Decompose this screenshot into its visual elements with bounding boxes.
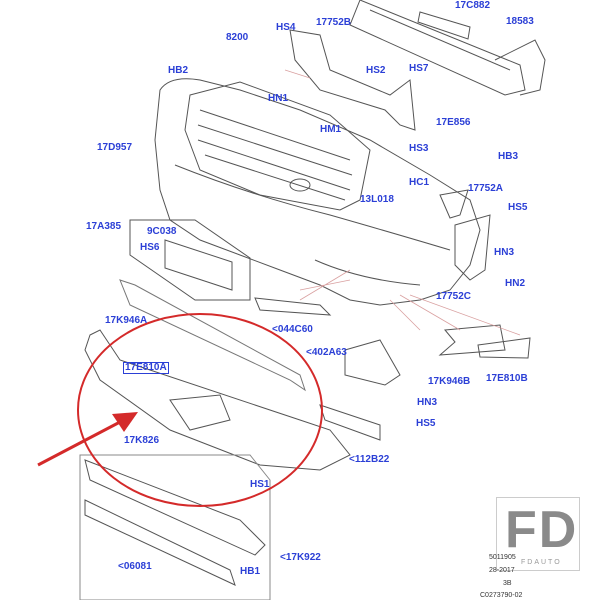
part-label-hn3-top[interactable]: HN3 — [494, 247, 515, 258]
part-label-hn3-mid[interactable]: HN3 — [417, 397, 438, 408]
part-label-8200[interactable]: 8200 — [226, 32, 249, 43]
footer-code-2: 3B — [503, 580, 512, 587]
undertray — [84, 329, 351, 471]
footer-code-1: 5011905 — [489, 554, 516, 561]
part-label-hb2[interactable]: HB2 — [168, 65, 189, 76]
part-label-18583[interactable]: 18583 — [506, 16, 534, 27]
part-label-17752a[interactable]: 17752A — [468, 183, 504, 194]
part-label-hs3[interactable]: HS3 — [409, 143, 429, 154]
part-label-hs5-top[interactable]: HS5 — [508, 202, 528, 213]
part-label-hs6[interactable]: HS6 — [140, 242, 160, 253]
part-label-044c60[interactable]: <044C60 — [272, 324, 313, 335]
part-label-17a385[interactable]: 17A385 — [86, 221, 122, 232]
part-label-17e810a-highlighted[interactable]: 17E810A — [123, 362, 169, 374]
part-label-17752b[interactable]: 17752B — [316, 17, 352, 28]
watermark-logo-text: FD — [505, 501, 579, 559]
part-label-hs1[interactable]: HS1 — [250, 479, 270, 490]
part-label-hb1[interactable]: HB1 — [240, 566, 261, 577]
side-brackets — [254, 189, 531, 441]
part-label-17k946b[interactable]: 17K946B — [428, 376, 471, 387]
lower-inset-box — [79, 454, 271, 600]
part-label-9c038[interactable]: 9C038 — [147, 226, 177, 237]
bumper-beam — [349, 0, 546, 96]
part-label-06081[interactable]: <06081 — [118, 561, 152, 572]
part-label-17k946a[interactable]: 17K946A — [105, 315, 148, 326]
part-label-17e856[interactable]: 17E856 — [436, 117, 471, 128]
part-label-17752c[interactable]: 17752C — [436, 291, 472, 302]
part-label-hm1[interactable]: HM1 — [320, 124, 342, 135]
part-label-hn2[interactable]: HN2 — [505, 278, 526, 289]
watermark-subtext: FDAUTO — [521, 559, 562, 566]
highlight-ellipse — [77, 313, 323, 507]
part-label-13l018[interactable]: 13L018 — [360, 194, 394, 205]
part-label-hs2[interactable]: HS2 — [366, 65, 386, 76]
watermark-logo: FD FDAUTO — [496, 497, 580, 571]
footer-illustration-id: C0273790-02 — [480, 592, 523, 599]
part-label-17e810b[interactable]: 17E810B — [486, 373, 528, 384]
part-label-hn1[interactable]: HN1 — [268, 93, 289, 104]
part-label-17k826[interactable]: 17K826 — [124, 435, 160, 446]
part-label-17k922[interactable]: <17K922 — [280, 552, 321, 563]
part-label-hs7[interactable]: HS7 — [409, 63, 429, 74]
part-label-hs4[interactable]: HS4 — [276, 22, 296, 33]
bumper-cover — [154, 78, 481, 306]
grille — [184, 81, 371, 211]
part-label-112b22[interactable]: <112B22 — [349, 454, 390, 465]
part-label-hs5-mid[interactable]: HS5 — [416, 418, 436, 429]
licence-plate-bracket — [129, 219, 251, 301]
footer-date: 28-2017 — [489, 567, 515, 574]
part-label-hb3[interactable]: HB3 — [498, 151, 519, 162]
part-label-hc1[interactable]: HC1 — [409, 177, 430, 188]
reference-lines — [284, 69, 521, 336]
part-label-17c882[interactable]: 17C882 — [455, 0, 491, 11]
highlight-arrow-icon — [37, 412, 138, 467]
part-label-402a63[interactable]: <402A63 — [306, 347, 347, 358]
part-label-17d957[interactable]: 17D957 — [97, 142, 133, 153]
lower-grille-mesh — [119, 279, 306, 392]
upper-bracket — [289, 29, 416, 131]
